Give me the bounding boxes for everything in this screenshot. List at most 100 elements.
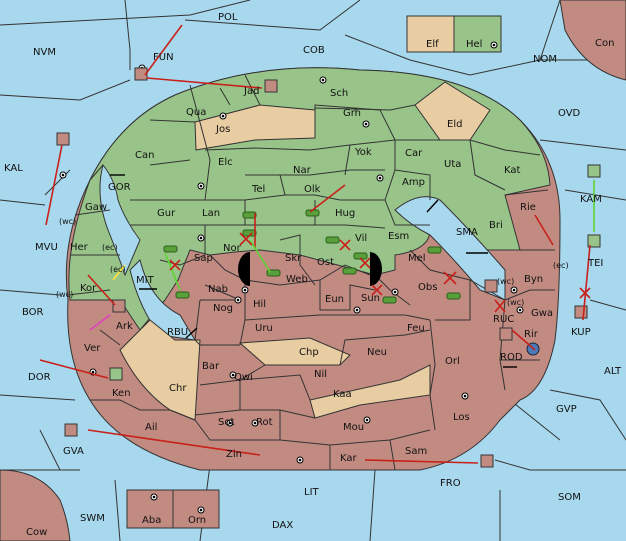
label-jos: Jos [215, 124, 230, 135]
label-swm: SWM [80, 513, 105, 524]
label-uru: Uru [255, 323, 273, 334]
label-kal: KAL [4, 163, 23, 174]
label-pol: POL [218, 12, 238, 23]
label-kaa: Kaa [333, 389, 352, 400]
province-elf[interactable] [406, 15, 455, 53]
label-ec-1: (ec) [102, 243, 118, 252]
label-feu: Feu [407, 323, 425, 334]
label-kat: Kat [504, 165, 521, 176]
label-rot: Rot [256, 417, 273, 428]
label-orl: Orl [445, 356, 460, 367]
label-ec-3: (ec) [553, 261, 569, 270]
label-zin: Zin [226, 449, 242, 460]
label-ken: Ken [112, 388, 131, 399]
label-bar: Bar [202, 361, 220, 372]
label-ver: Ver [84, 343, 101, 354]
label-gwa: Gwa [531, 308, 553, 319]
fleet-units[interactable] [56, 67, 601, 468]
province-cow[interactable] [0, 469, 71, 541]
label-sot: Sot [218, 417, 234, 428]
label-byn: Byn [524, 274, 543, 285]
label-gor: GOR [108, 182, 131, 193]
label-kar: Kar [340, 453, 358, 464]
adjacency-arrows [110, 174, 517, 368]
label-obs: Obs [418, 282, 437, 293]
label-ruc: RUC [493, 314, 514, 325]
label-sch: Sch [330, 88, 348, 99]
label-mit: MIT [136, 275, 155, 286]
label-can: Can [135, 150, 154, 161]
label-hil: Hil [253, 299, 266, 310]
label-nar: Nar [293, 165, 312, 176]
province-chr[interactable] [119, 319, 201, 421]
label-alt: ALT [604, 366, 622, 377]
label-elc: Elc [218, 157, 233, 168]
label-wc-4: (wc) [507, 298, 524, 307]
label-ec-2: (ec) [110, 265, 126, 274]
label-kam: KAM [580, 194, 602, 205]
label-ovd: OVD [558, 108, 581, 119]
label-nog: Nog [213, 303, 233, 314]
label-eun: Eun [325, 294, 344, 305]
label-mvu: MVU [35, 242, 58, 253]
label-chp: Chp [299, 347, 319, 358]
label-con: Con [595, 38, 614, 49]
label-qwi: Qwi [234, 372, 253, 383]
label-dor: DOR [28, 372, 51, 383]
label-neu: Neu [367, 347, 387, 358]
label-ail: Ail [145, 422, 157, 433]
label-rod: ROD [500, 352, 523, 363]
cancelled-orders [169, 232, 591, 313]
label-grh: Grh [343, 108, 361, 119]
label-fro: FRO [440, 478, 461, 489]
label-sam: Sam [405, 446, 427, 457]
label-bor: BOR [22, 307, 44, 318]
label-dax: DAX [272, 520, 293, 531]
label-eld: Eld [447, 119, 462, 130]
label-sap: Sap [194, 253, 213, 264]
label-lit: LIT [304, 487, 320, 498]
order-arrows [39, 24, 595, 464]
label-cow: Cow [26, 527, 47, 538]
label-her: Her [70, 242, 89, 253]
label-web: Web [286, 274, 308, 285]
label-chr: Chr [169, 383, 187, 394]
label-sma: SMA [456, 227, 478, 238]
label-car: Car [405, 148, 423, 159]
sea-inner-rbu[interactable] [129, 259, 196, 341]
label-nor: Nor [223, 243, 242, 254]
province-aba[interactable] [126, 489, 174, 529]
label-yok: Yok [354, 147, 372, 158]
label-amp: Amp [402, 177, 425, 188]
label-ark: Ark [116, 321, 133, 332]
label-aba: Aba [142, 515, 161, 526]
province-orn[interactable] [172, 489, 220, 529]
label-nom: NOM [533, 54, 557, 65]
label-gur: Gur [157, 208, 176, 219]
label-wc-2: (wc) [56, 290, 73, 299]
label-olk: Olk [304, 184, 321, 195]
sea-inner-sma[interactable] [394, 196, 506, 301]
label-kor: Kor [80, 283, 97, 294]
label-sun: Sun [361, 293, 380, 304]
label-rbu: RBU [167, 327, 188, 338]
label-los: Los [453, 412, 470, 423]
label-lan: Lan [202, 208, 220, 219]
sea-inner-gor[interactable] [99, 163, 141, 277]
label-cob: COB [303, 45, 325, 56]
label-bri: Bri [489, 220, 503, 231]
label-wc-1: (wc) [59, 217, 76, 226]
label-elf: Elf [426, 39, 439, 50]
label-gvp: GVP [556, 404, 577, 415]
label-vil: Vil [355, 233, 367, 244]
label-tei: TEI [587, 258, 603, 269]
marker-nor [238, 252, 250, 286]
province-eld[interactable] [414, 81, 491, 141]
label-skr: Skr [285, 253, 302, 264]
label-fun: FUN [153, 52, 174, 63]
label-hug: Hug [335, 208, 355, 219]
label-nab: Nab [208, 284, 228, 295]
province-chp[interactable] [238, 337, 351, 366]
